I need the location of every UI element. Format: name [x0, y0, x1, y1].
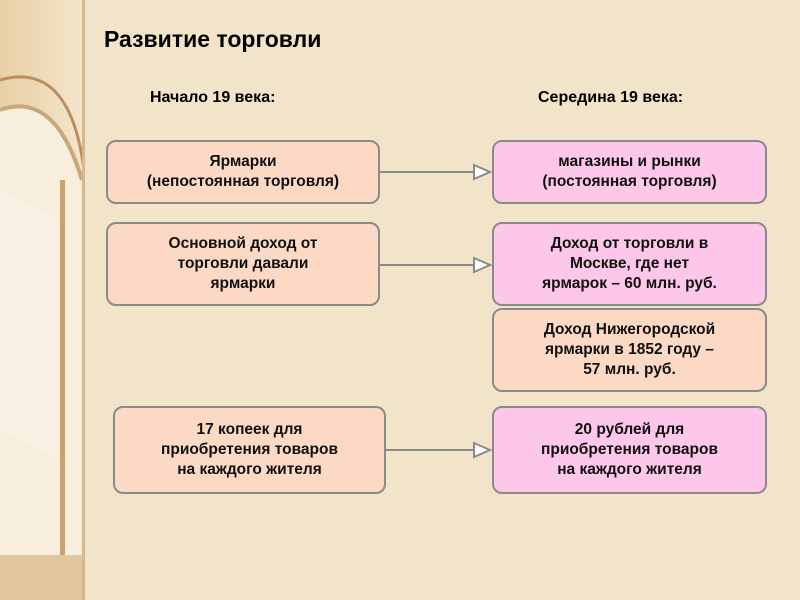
right-box-shops: магазины и рынки (постоянная торговля) — [492, 140, 767, 204]
left-box-17-kopecks: 17 копеек для приобретения товаров на ка… — [113, 406, 386, 494]
right-box-nizhny-fair-income: Доход Нижегородской ярмарки в 1852 году … — [492, 308, 767, 392]
left-box-fairs: Ярмарки (непостоянная торговля) — [106, 140, 380, 204]
arrowhead-row-3 — [474, 443, 490, 457]
arrowhead-row-1 — [474, 165, 490, 179]
left-box-main-income: Основной доход от торговли давали ярмарк… — [106, 222, 380, 306]
right-box-20-rubles: 20 рублей для приобретения товаров на ка… — [492, 406, 767, 494]
right-box-moscow-income: Доход от торговли в Москве, где нет ярма… — [492, 222, 767, 306]
arrowhead-row-2 — [474, 258, 490, 272]
